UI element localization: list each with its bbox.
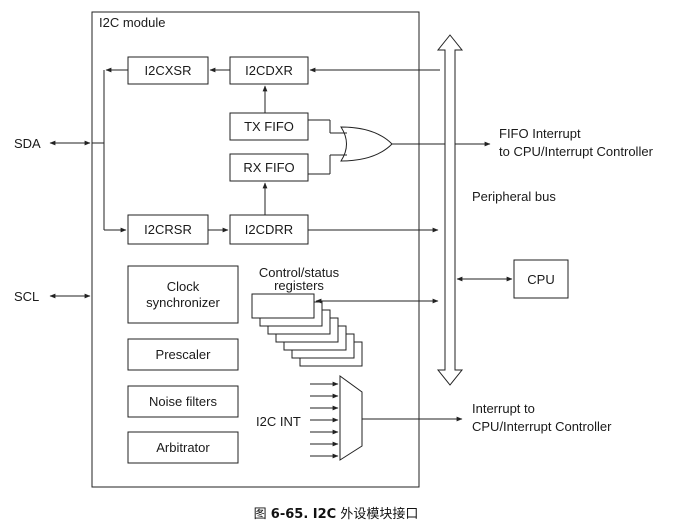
control-status-register-stack	[251, 293, 363, 367]
noise-filters-label: Noise filters	[149, 394, 217, 409]
peripheral-bus-label: Peripheral bus	[472, 189, 556, 204]
caption-text: 外设模块接口	[336, 506, 418, 522]
figure-caption: 图 6-65. I2C 外设模块接口	[254, 506, 419, 522]
i2crsr-register	[127, 214, 209, 245]
rx-fifo-block	[229, 153, 309, 182]
fifo-interrupt-label-2: to CPU/Interrupt Controller	[499, 144, 654, 159]
rx-fifo-label: RX FIFO	[243, 160, 294, 175]
prescaler-block	[127, 338, 239, 371]
fifo-interrupt-label-1: FIFO Interrupt	[499, 126, 581, 141]
cpu-label: CPU	[527, 272, 554, 287]
i2c-module-frame	[91, 11, 420, 488]
control-status-label-1: Control/status	[259, 265, 340, 280]
control-status-label-2: registers	[274, 278, 324, 293]
interrupt-label-2: CPU/Interrupt Controller	[472, 419, 612, 434]
i2cdxr-label: I2CDXR	[245, 63, 293, 78]
tx-fifo-block	[229, 112, 309, 141]
i2crsr-label: I2CRSR	[144, 222, 192, 237]
interrupt-multiplexer	[339, 375, 363, 461]
caption-number: 6-65. I2C	[271, 507, 336, 522]
prescaler-label: Prescaler	[156, 347, 212, 362]
module-title: I2C module	[99, 15, 165, 30]
i2cdrr-register	[229, 214, 309, 245]
i2c-int-label: I2C INT	[256, 414, 301, 429]
clock-synchronizer-label-1: Clock	[167, 279, 200, 294]
scl-label: SCL	[14, 289, 39, 304]
i2cdrr-label: I2CDRR	[245, 222, 293, 237]
interrupt-label-1: Interrupt to	[472, 401, 535, 416]
i2cxsr-label: I2CXSR	[145, 63, 192, 78]
clock-synchronizer-label-2: synchronizer	[146, 295, 220, 310]
arbitrator-block	[127, 431, 239, 464]
clock-synchronizer-block	[127, 265, 239, 324]
sda-label: SDA	[14, 136, 41, 151]
tx-fifo-label: TX FIFO	[244, 119, 294, 134]
caption-prefix: 图	[254, 507, 271, 522]
i2cxsr-register	[127, 56, 209, 85]
noise-filters-block	[127, 385, 239, 418]
i2cdxr-register	[229, 56, 309, 85]
peripheral-bus	[436, 34, 464, 386]
sda-internal-bus	[92, 67, 128, 233]
cpu-block	[513, 259, 569, 299]
fifo-or-gate	[308, 119, 491, 175]
interrupt-input-lines	[310, 381, 339, 459]
arbitrator-label: Arbitrator	[156, 440, 210, 455]
